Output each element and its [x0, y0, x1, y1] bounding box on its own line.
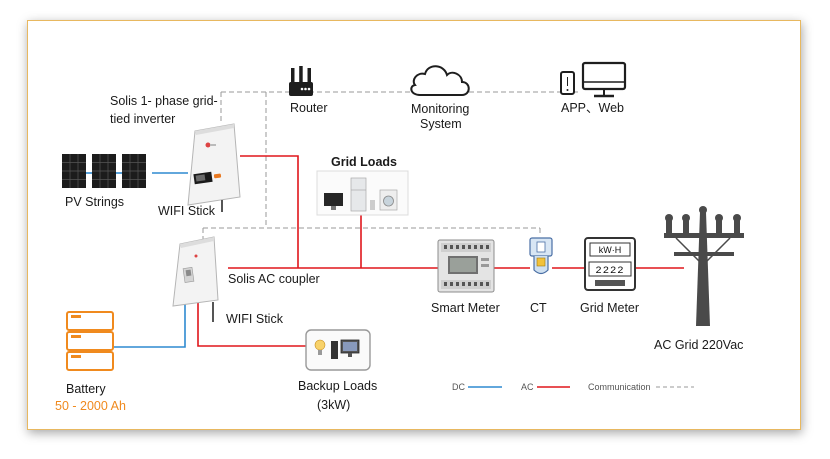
ac-line-inverter: [240, 155, 299, 268]
monitor-icon: [581, 61, 627, 98]
battery-icon: [66, 311, 114, 371]
battery-capacity-label: 50 - 2000 Ah: [55, 399, 126, 413]
ct-icon: [529, 237, 553, 275]
monitoring-label-line2: System: [420, 117, 462, 131]
ac-grid-label: AC Grid 220Vac: [654, 338, 743, 352]
appliances-icon: [316, 170, 409, 216]
cloud-icon: [410, 65, 470, 96]
pv-strings-label: PV Strings: [65, 195, 124, 209]
app-web-label: APP、Web: [561, 101, 624, 115]
inverter-label-line1: Solis 1- phase grid-: [110, 94, 218, 108]
inverter-label-line2: tied inverter: [110, 112, 175, 126]
dc-line-battery: [113, 300, 186, 348]
legend-communication-label: Communication: [588, 382, 651, 392]
backup-loads-label-line2: (3kW): [317, 398, 350, 412]
power-pole-icon: [664, 206, 744, 326]
wifi-stick-2-label: WIFI Stick: [226, 312, 284, 326]
legend-dc-label: DC: [452, 382, 465, 392]
wifi-stick-1-label: WIFI Stick: [158, 204, 216, 218]
ct-label: CT: [530, 301, 547, 315]
legend: DC AC Communication: [452, 382, 694, 392]
grid-meter-digits: 2222: [595, 265, 624, 277]
smart-meter-label: Smart Meter: [431, 301, 500, 315]
backup-loads-icon: [305, 329, 371, 371]
router-icon: [289, 66, 313, 96]
battery-label: Battery: [66, 382, 106, 396]
grid-meter-face: kW·H: [599, 245, 622, 255]
ac-lines: [197, 155, 684, 347]
grid-meter-icon: kW·H 2222: [584, 237, 636, 291]
ac-coupler-label: Solis AC coupler: [228, 272, 320, 286]
backup-loads-label-line1: Backup Loads: [298, 379, 377, 393]
legend-ac-label: AC: [521, 382, 534, 392]
dc-lines: [113, 172, 188, 348]
router-label: Router: [290, 101, 328, 115]
communication-lines: [202, 91, 580, 240]
ac-line-backup: [197, 300, 306, 347]
monitoring-label-line1: Monitoring: [411, 102, 469, 116]
phone-icon: [560, 71, 575, 95]
inverter-icon: [187, 123, 241, 212]
grid-meter-label: Grid Meter: [580, 301, 639, 315]
grid-loads-label: Grid Loads: [331, 155, 397, 169]
solar-panel-icon: [62, 154, 146, 188]
ac-coupler-icon: [172, 236, 219, 322]
smart-meter-icon: [437, 239, 495, 293]
